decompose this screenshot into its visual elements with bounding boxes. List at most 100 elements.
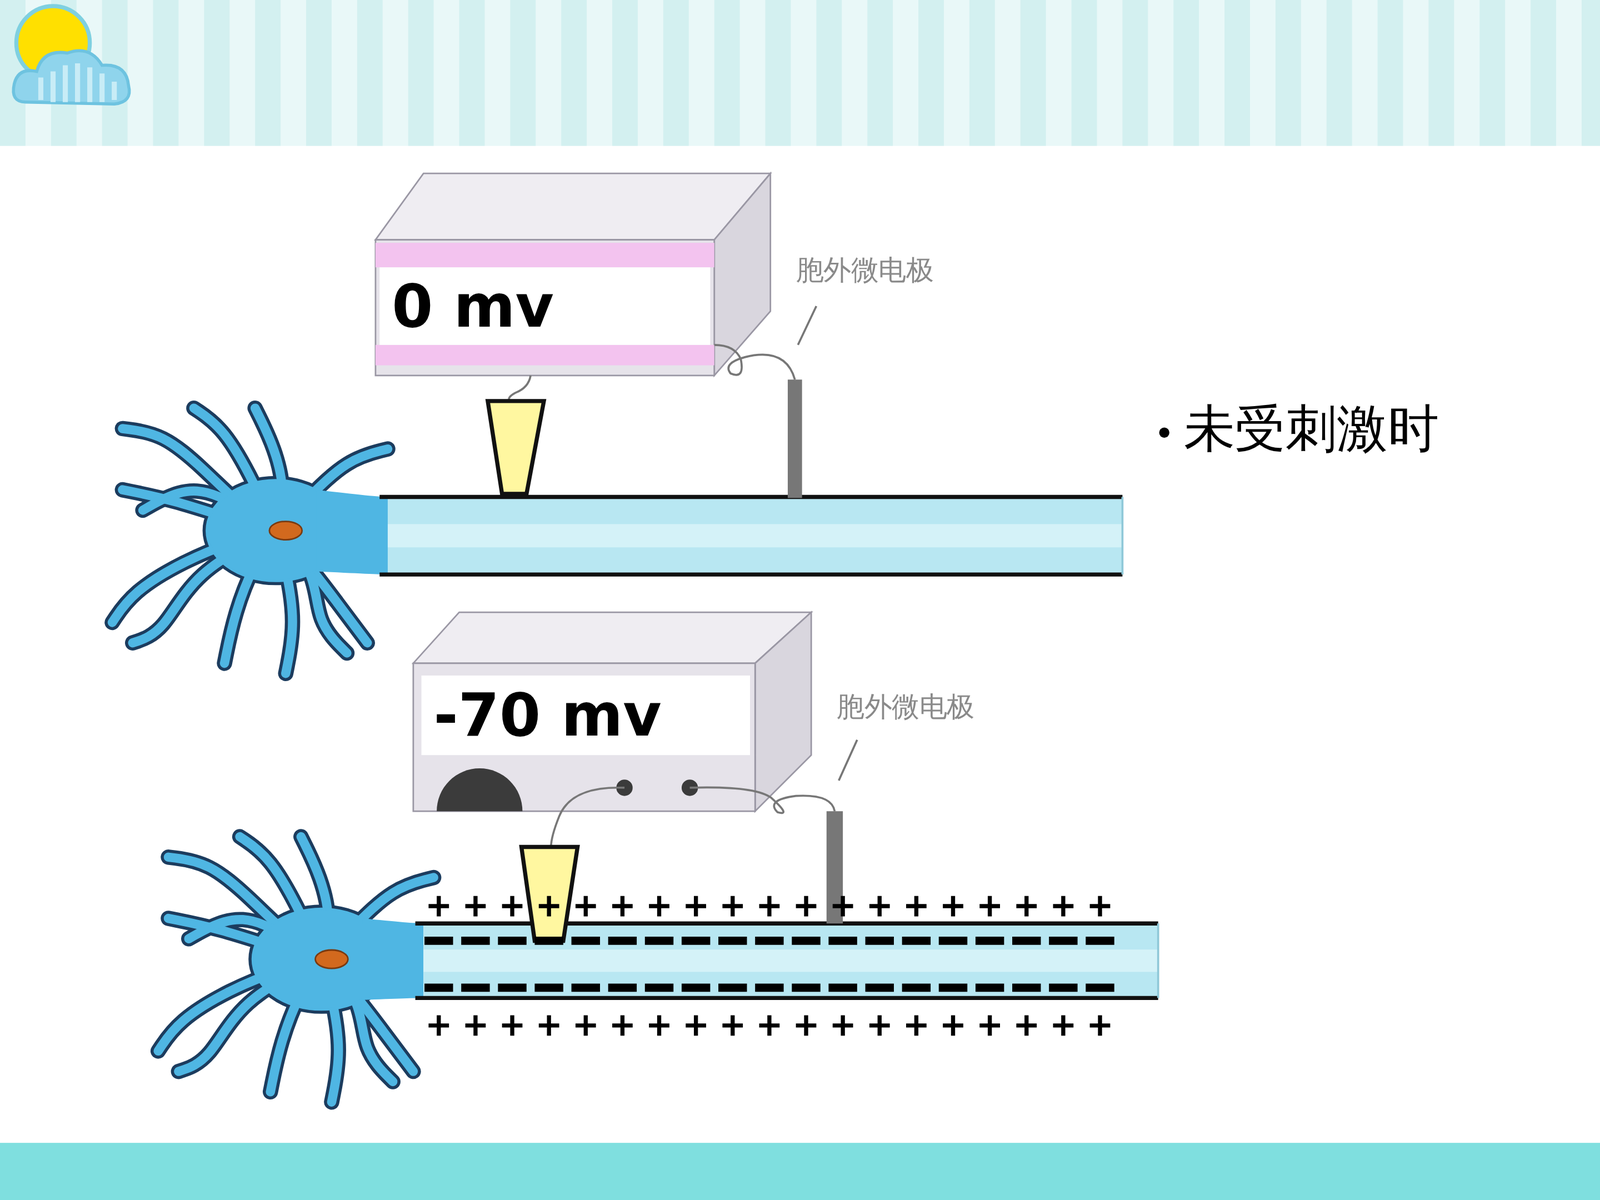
- illustration-part: [375, 242, 715, 268]
- illustration-part: [424, 983, 453, 993]
- illustration-part: [1090, 1015, 1111, 1037]
- illustration-part: [648, 896, 670, 917]
- illustration-part: [497, 936, 527, 945]
- illustration-part: [690, 787, 835, 813]
- illustration-part: [828, 983, 857, 993]
- illustration-part: [13, 50, 130, 104]
- illustration-part: [975, 936, 1004, 945]
- illustration-part: [465, 1015, 487, 1037]
- illustration-part: [538, 1015, 560, 1037]
- logo: [13, 6, 130, 104]
- illustration-part: [1121, 496, 1124, 575]
- illustration-part: [502, 1015, 523, 1037]
- illustration-part: [461, 936, 490, 945]
- neuron: [158, 836, 1159, 1103]
- illustration-part: [1053, 1015, 1074, 1037]
- illustration-part: [796, 1015, 817, 1037]
- illustration-part: [551, 787, 625, 848]
- illustration-part: [387, 523, 1123, 548]
- illustration-part: [1012, 936, 1041, 945]
- illustration-part: [681, 936, 710, 945]
- illustration-part: [508, 375, 531, 402]
- illustration-part: [722, 896, 743, 917]
- illustration-part: [379, 572, 1123, 577]
- illustration-part: [791, 983, 820, 993]
- bullet-note: 未受刺激时: [1183, 401, 1439, 458]
- illustration-part: [534, 936, 563, 945]
- illustration-part: [571, 983, 600, 993]
- illustration-part: [521, 846, 578, 941]
- illustration-part: [865, 983, 894, 993]
- illustration-part: [1016, 896, 1037, 917]
- illustration-part: [722, 1015, 743, 1037]
- illustration-part: [787, 379, 803, 498]
- illustration-part: [869, 896, 890, 917]
- illustration-part: [718, 983, 747, 993]
- header-band: [0, 0, 1600, 147]
- illustration-part: [1157, 923, 1160, 998]
- electrode-label: 胞外微电极: [796, 255, 934, 286]
- illustration-part: [40, 63, 114, 103]
- illustration-part: [571, 936, 600, 945]
- illustration-part: [1012, 983, 1041, 993]
- meter-box: [375, 173, 771, 376]
- illustration-part: [718, 936, 747, 945]
- illustration-part: [424, 936, 453, 945]
- illustration-part: [902, 983, 931, 993]
- illustration-part: [755, 936, 784, 945]
- illustration-part: [648, 1015, 670, 1037]
- illustration-part: [791, 936, 820, 945]
- illustration-part: [645, 983, 674, 993]
- illustration-part: [534, 983, 563, 993]
- illustration-part: [938, 983, 968, 993]
- illustration-part: [1016, 1015, 1037, 1037]
- illustration-part: [1085, 936, 1114, 945]
- voltage-reading: -70 mv: [433, 685, 662, 745]
- illustration-part: [865, 936, 894, 945]
- illustration-part: [487, 401, 544, 494]
- illustration-part: [797, 306, 817, 345]
- illustration-part: [1053, 896, 1074, 917]
- illustration-part: [269, 521, 303, 540]
- illustration-part: [387, 496, 1123, 575]
- illustration-part: [869, 1015, 890, 1037]
- illustration-part: [423, 949, 1158, 972]
- illustration-part: [575, 896, 597, 917]
- illustration-part: [413, 612, 812, 664]
- illustration-part: [838, 740, 858, 781]
- illustration-part: [575, 1015, 597, 1037]
- illustration-part: [538, 896, 560, 917]
- neuron: [112, 408, 1123, 674]
- electrode-label: 胞外微电极: [836, 691, 975, 723]
- illustration-part: [461, 983, 490, 993]
- illustration-part: [685, 1015, 707, 1037]
- illustration-part: [902, 936, 931, 945]
- illustration-part: [975, 983, 1004, 993]
- illustration-part: [714, 345, 795, 380]
- illustration-part: [379, 495, 1123, 499]
- illustration-part: [828, 936, 857, 945]
- illustration-part: [465, 896, 487, 917]
- footer-band: [0, 1142, 1600, 1200]
- illustration-part: [1048, 936, 1078, 945]
- illustration-part: [1090, 896, 1111, 917]
- meter-display: -70 mv: [421, 675, 750, 755]
- illustration-part: [436, 768, 523, 812]
- illustration-part: [608, 936, 637, 945]
- illustration-part: [979, 1015, 1000, 1037]
- voltage-reading: 0 mv: [391, 276, 554, 337]
- illustration-part: [796, 896, 817, 917]
- meter-box: [413, 612, 812, 812]
- illustration-part: [415, 996, 1159, 1000]
- illustration-part: [755, 983, 784, 993]
- illustration-part: [415, 921, 1159, 926]
- illustration-part: [906, 1015, 927, 1037]
- illustration-part: [413, 663, 755, 812]
- illustration-part: [1085, 983, 1114, 993]
- illustration-part: [942, 896, 964, 917]
- illustration-part: [759, 1015, 780, 1037]
- illustration-part: [759, 896, 780, 917]
- illustration-part: [906, 896, 927, 917]
